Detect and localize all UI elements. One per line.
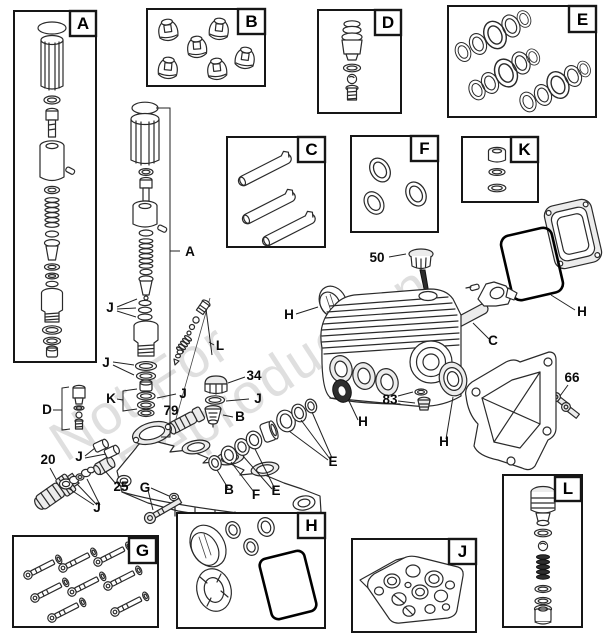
callout-j-plugs: J [75,449,83,464]
callout-e-lower: E [271,483,280,498]
callout-b-seal: B [224,482,234,497]
callout-c: C [488,333,498,348]
central-valve-column [130,101,168,418]
callout-h-seal: H [358,414,368,429]
callout-j-oring-34: J [254,391,262,406]
kit-box-c-label: C [305,140,317,159]
head-gasket [258,549,318,621]
callout-j-inlet-washers: J [93,500,101,515]
kit-box-l: L [502,474,583,628]
kit-box-g: G [12,535,159,628]
kit-box-f-label: F [419,139,429,158]
kit-box-c: C [226,135,327,249]
callout-j-oring-mid: J [179,386,187,401]
rear-cover-plate [499,198,603,302]
pump-crankcase [320,288,462,407]
kit-box-e: E [447,4,598,118]
callout-34: 34 [246,368,262,383]
kit-box-l-label: L [563,479,573,498]
valve-kit-parts [37,21,76,358]
kit-box-d-label: D [382,13,394,32]
kit-box-a: A [13,9,98,363]
inlet-fitting-20 [34,438,120,510]
kit-box-a-label: A [77,14,89,33]
bearing-seal [438,361,468,397]
kit-d-parts [72,384,86,430]
callout-d: D [42,402,52,417]
mounting-bracket [465,351,557,471]
kit-box-j: J [351,537,478,633]
callout-79: 79 [163,403,178,418]
callout-j-washers: J [102,355,110,370]
callout-h-bearing: H [439,434,449,449]
callout-25: 25 [113,479,129,494]
callout-a: A [185,244,195,259]
fitting-25 [93,455,116,476]
callout-labels: A J J L H 50 C H 34 J J K 79 B D 83 H H … [40,244,586,515]
callout-83: 83 [382,392,398,407]
callout-66: 66 [564,370,580,385]
callout-50: 50 [369,250,384,265]
callout-f: F [252,487,260,502]
piston-seal-row [208,398,318,471]
kit-box-b-label: B [245,12,257,31]
cover-gasket [499,226,565,302]
kit-box-g-label: G [136,541,149,560]
kit-box-e-label: E [577,10,588,29]
kit-box-b: B [146,7,267,87]
kit-box-d: D [317,8,403,114]
kit-box-k-label: K [518,140,531,159]
callout-j-orings-top: J [106,300,114,315]
kit-box-j-label: J [458,542,467,561]
thermal-relief-valve [444,281,518,332]
kit-box-h: H [176,511,327,629]
callout-k: K [106,391,116,406]
manifold-bolt-g [143,492,183,525]
cap-34-group [204,375,228,428]
callout-h-gasket: H [577,304,587,319]
kit-box-h-label: H [305,516,317,535]
callout-g: G [140,480,151,495]
fitting-kit-parts [341,20,363,101]
callout-h-sightglass: H [284,307,294,322]
leader-lines [49,107,576,511]
kit-box-k: K [461,135,540,203]
unloader-parts [171,297,211,434]
callout-b-valve: B [235,409,245,424]
inlet-washers [58,466,96,490]
callout-20: 20 [40,452,55,467]
drain-plug-group [414,388,431,411]
callout-l: L [216,338,224,353]
callout-e-upper: E [328,454,337,469]
crank-seal-dark [332,379,352,403]
kit-box-f: F [350,134,440,233]
